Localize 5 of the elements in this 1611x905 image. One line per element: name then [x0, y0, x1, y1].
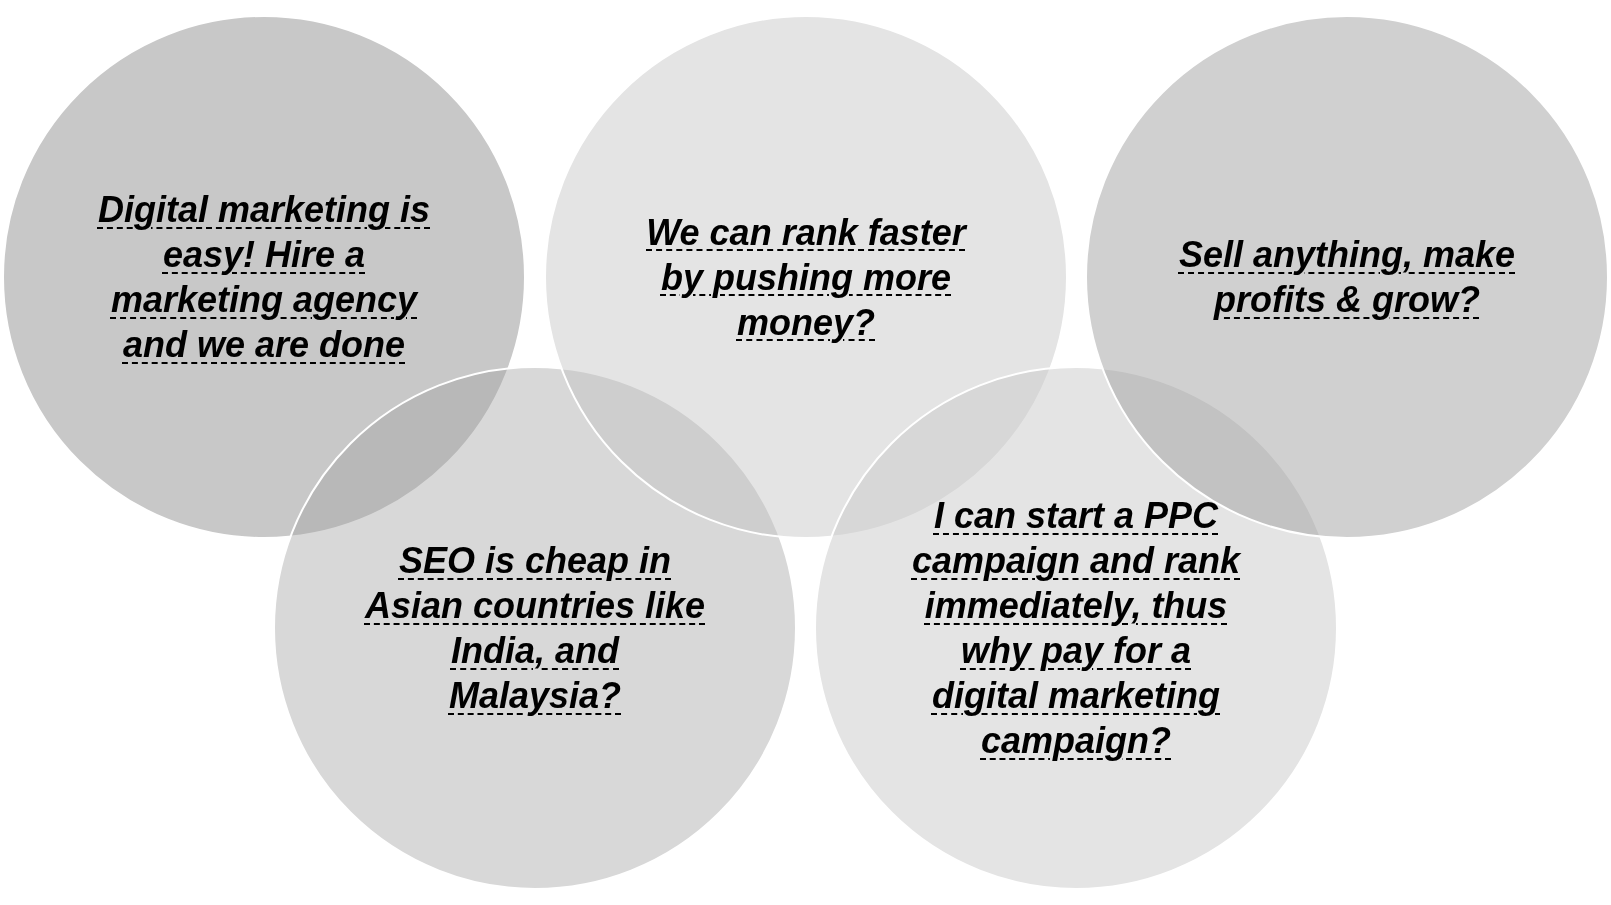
- bubble-text: We can rank faster by pushing more money?: [645, 210, 969, 345]
- bubble-text: I can start a PPC campaign and rank immediately, thus why pay for a digital marketing campaign?: [910, 494, 1242, 763]
- bubble-text: Digital marketing is easy! Hire a marketing agency and we are done: [96, 188, 432, 367]
- bubble-text: SEO is cheap in Asian countries like India, and Malaysia?: [363, 539, 707, 718]
- bubble-text: Sell anything, make profits & grow?: [1177, 233, 1517, 322]
